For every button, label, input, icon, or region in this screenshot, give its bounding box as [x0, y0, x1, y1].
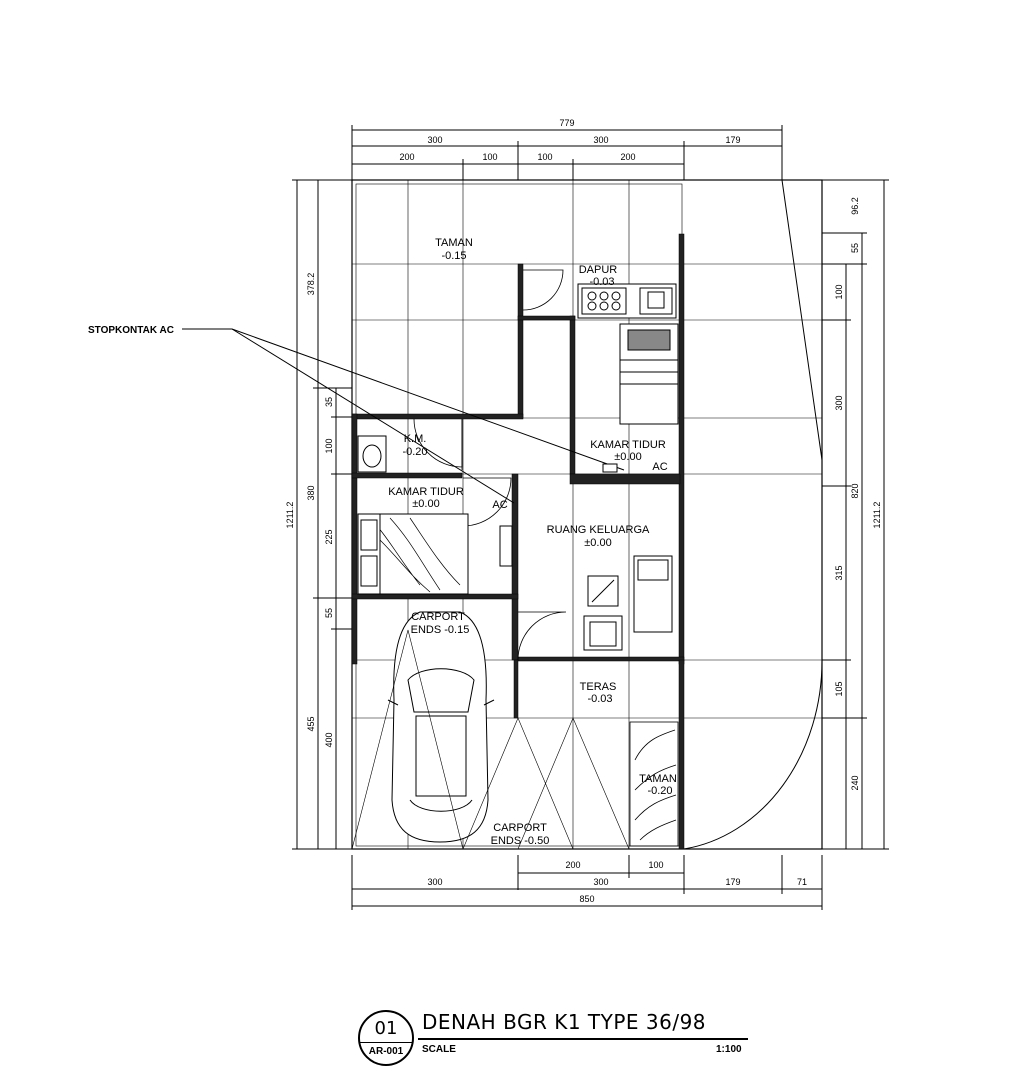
room-kamar-tidur-2-level: ±0.00 — [614, 451, 641, 463]
dim-top-2b: 100 — [482, 152, 497, 162]
dim-bot-1b: 100 — [648, 860, 663, 870]
dim-left-outer: 1211.2 — [285, 502, 295, 529]
dim-bot-2a: 300 — [427, 877, 442, 887]
room-carport-upper-name: CARPORT — [411, 611, 465, 623]
dim-right-i5: 105 — [834, 681, 844, 696]
dim-top-2c: 100 — [537, 152, 552, 162]
dim-top-1b: 300 — [593, 135, 608, 145]
dim-right-i3: 300 — [834, 395, 844, 410]
dimension-texts: 779 300 300 179 200 100 100 200 200 100 … — [285, 118, 882, 904]
dim-bot-total: 850 — [579, 894, 594, 904]
room-ruang-keluarga-name: RUANG KELUARGA — [547, 524, 650, 536]
dim-top-1c: 179 — [725, 135, 740, 145]
dim-right-i1: 55 — [850, 243, 860, 253]
car — [387, 611, 495, 843]
room-taman-name: TAMAN — [435, 237, 473, 249]
dim-bot-2c: 179 — [725, 877, 740, 887]
dim-top-1a: 300 — [427, 135, 442, 145]
dimension-lines — [292, 125, 889, 910]
sheet-number: AR-001 — [368, 1046, 404, 1057]
scale-label: SCALE — [422, 1044, 456, 1055]
room-labels: TAMAN -0.15 DAPUR -0.03 K.M. -0.20 KAMAR… — [388, 237, 677, 847]
bed-kamar-tidur-1 — [357, 513, 469, 595]
dim-right-top: 96.2 — [850, 197, 860, 215]
dim-left-i5: 400 — [324, 732, 334, 747]
room-kamar-tidur-1-name: KAMAR TIDUR — [388, 486, 464, 498]
room-taman-level: -0.15 — [441, 250, 466, 262]
living-furniture — [499, 525, 673, 651]
dim-right-outer: 1211.2 — [872, 502, 882, 529]
dim-bot-1a: 200 — [565, 860, 580, 870]
dim-left-i2: 100 — [324, 438, 334, 453]
title-block: 01 AR-001 DENAH BGR K1 TYPE 36/98 SCALE … — [356, 1008, 756, 1078]
title-underline — [418, 1038, 748, 1040]
toilet — [357, 435, 387, 473]
room-ac-2: AC — [652, 461, 667, 473]
carport-ramp-lines — [351, 629, 630, 850]
kitchen-counter — [577, 283, 677, 319]
room-kamar-tidur-1-level: ±0.00 — [412, 498, 439, 510]
room-ac-1: AC — [492, 499, 507, 511]
bed-kamar-tidur-2 — [619, 323, 679, 425]
drawing-reference-circle: 01 AR-001 — [358, 1010, 414, 1066]
side-garden-pattern — [629, 721, 679, 847]
room-km-level: -0.20 — [402, 446, 427, 458]
dim-top-total: 779 — [559, 118, 574, 128]
room-carport-lower-level: ENDS -0.50 — [491, 835, 550, 847]
dim-top-2d: 200 — [620, 152, 635, 162]
stopkontak-callout-leaders — [182, 328, 625, 504]
dim-left-upper: 378.2 — [306, 273, 316, 296]
dim-right-i2: 100 — [834, 284, 844, 299]
room-teras-level: -0.03 — [587, 693, 612, 705]
room-taman-side-level: -0.20 — [647, 785, 672, 797]
dim-top-2a: 200 — [399, 152, 414, 162]
stopkontak-ac-label: STOPKONTAK AC — [88, 325, 174, 336]
dim-right-820: 820 — [850, 483, 860, 498]
scale-value: 1:100 — [716, 1044, 742, 1055]
room-ruang-keluarga-level: ±0.00 — [584, 537, 611, 549]
dim-left-i4: 55 — [324, 608, 334, 618]
room-dapur-name: DAPUR — [579, 264, 618, 276]
dim-bot-2b: 300 — [593, 877, 608, 887]
dim-left-mid: 380 — [306, 485, 316, 500]
room-taman-side-name: TAMAN — [639, 773, 677, 785]
dim-left-lower: 455 — [306, 716, 316, 731]
drawing-title: DENAH BGR K1 TYPE 36/98 — [422, 1010, 707, 1034]
dim-bot-2d: 71 — [797, 877, 807, 887]
room-teras-name: TERAS — [580, 681, 617, 693]
ac-outlet-1 — [602, 463, 618, 473]
drawing-number: 01 — [374, 1018, 398, 1039]
dim-left-i3: 225 — [324, 529, 334, 544]
room-dapur-level: -0.03 — [589, 276, 614, 288]
room-carport-lower-name: CARPORT — [493, 822, 547, 834]
dim-right-i6: 240 — [850, 775, 860, 790]
doors — [413, 269, 567, 661]
walls — [351, 233, 685, 850]
room-kamar-tidur-2-name: KAMAR TIDUR — [590, 439, 666, 451]
room-carport-upper-level: ENDS -0.15 — [411, 624, 470, 636]
dim-right-i4: 315 — [834, 565, 844, 580]
dim-left-i1: 35 — [324, 397, 334, 407]
room-km-name: K.M. — [404, 433, 427, 445]
reference-divider — [360, 1042, 412, 1043]
